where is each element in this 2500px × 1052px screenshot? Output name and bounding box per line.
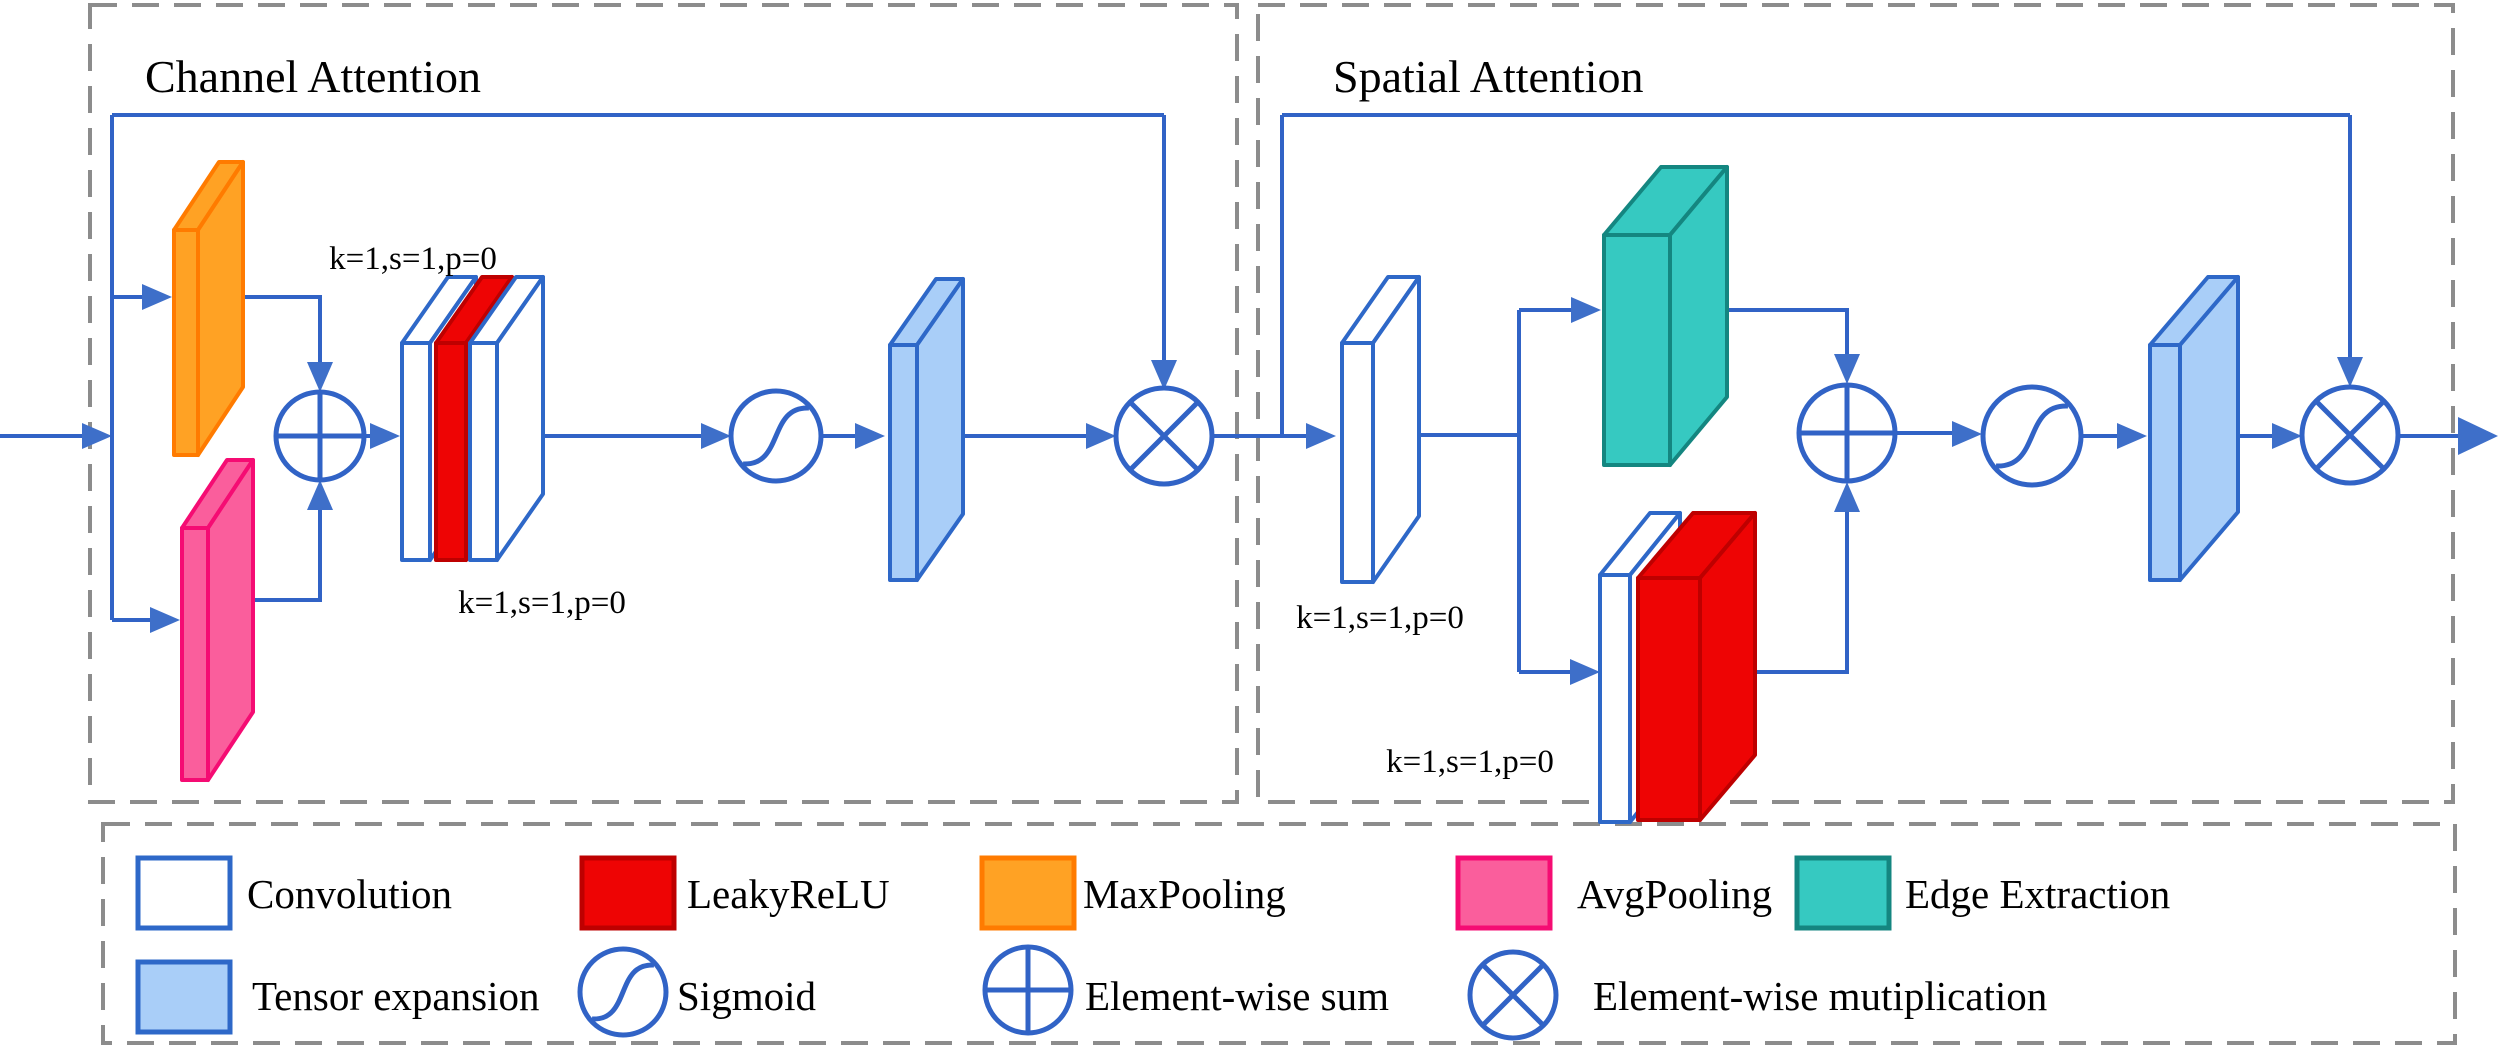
avgpool-output-line — [228, 496, 322, 602]
slab-front-face — [1598, 573, 1632, 824]
conv-branch-arrowhead — [1570, 659, 1600, 685]
avgpooling-swatch — [1455, 855, 1553, 931]
slab-front-face — [1340, 341, 1375, 584]
channel-output-arrowhead — [1306, 423, 1336, 449]
maxpooling-block — [172, 160, 245, 457]
spatial-leakyrelu-block — [1636, 511, 1757, 822]
channel-conv-stack — [400, 275, 545, 562]
channel-element-wise-sum-node — [273, 389, 367, 483]
spatial-attention-flow — [1280, 113, 2498, 685]
spatial-skip-arrowhead — [2337, 357, 2363, 387]
plus-icon — [1799, 385, 1895, 481]
edge-extraction-swatch — [1794, 855, 1892, 931]
edge-branch-arrowhead — [1571, 297, 1601, 323]
final-output-arrowhead — [2458, 417, 2498, 455]
channel-conv-label-top: k=1,s=1,p=0 — [329, 241, 497, 277]
slab-front-face — [888, 343, 919, 582]
convolution-swatch — [135, 855, 233, 931]
sigmoid-curve-icon — [591, 962, 655, 1022]
edge-extraction-block — [1602, 165, 1729, 467]
legend-label-element-wise-sum: Element-wise sum — [1085, 973, 1389, 1019]
conv-stack-output-arrowhead — [701, 423, 731, 449]
plus-icon — [276, 392, 364, 480]
spatial-sigmoid-output-arrowhead — [2117, 423, 2147, 449]
legend-label-leakyrelu: LeakyReLU — [687, 871, 890, 917]
tensor-expansion-output-arrowhead — [1086, 423, 1116, 449]
slab-front-face — [180, 526, 210, 782]
edge-output-arrowhead — [1834, 354, 1860, 384]
spatial-conv-label: k=1,s=1,p=0 — [1296, 600, 1464, 636]
edge-output-line — [1702, 308, 1849, 368]
spatial-tensor-expansion-block — [2148, 275, 2240, 582]
maxpooling-swatch — [979, 855, 1077, 931]
element-wise-sum-icon — [982, 944, 1074, 1036]
legend-label-edge-extraction: Edge Extraction — [1905, 871, 2170, 917]
maxpool-output-arrowhead — [307, 362, 333, 392]
tensor-expansion-swatch — [135, 959, 233, 1035]
leakyrelu-swatch — [579, 855, 677, 931]
spatial-convolution-block — [1340, 275, 1421, 584]
times-icon — [2314, 399, 2386, 471]
channel-tensor-expansion-block — [888, 277, 965, 582]
slab-front-face — [400, 341, 432, 562]
spatial-conv-leakyrelu-stack — [1598, 511, 1757, 824]
slab-front-face — [1636, 576, 1702, 822]
avgpool-output-arrowhead — [307, 480, 333, 510]
spatial-attention-box — [1256, 3, 2455, 804]
conv-branch-output-arrowhead — [1834, 482, 1860, 512]
legend-label-maxpooling: MaxPooling — [1083, 871, 1286, 917]
maxpool-branch-arrowhead — [142, 284, 172, 310]
legend-box — [101, 822, 2457, 1045]
sigmoid-icon — [577, 946, 669, 1038]
slab-front-face — [468, 341, 499, 562]
channel-attention-flow — [0, 113, 1336, 633]
avgpool-branch-arrowhead — [150, 607, 180, 633]
slab-front-face — [172, 228, 200, 457]
spatial-branch-conv-label: k=1,s=1,p=0 — [1386, 744, 1554, 780]
plus-icon — [985, 947, 1071, 1033]
channel-attention-title: Channel Attention — [145, 51, 481, 102]
legend: Convolution LeakyReLU MaxPooling AvgPool… — [135, 855, 2170, 1041]
channel-skip-arrowhead — [1151, 360, 1177, 390]
legend-label-avgpooling: AvgPooling — [1577, 871, 1772, 917]
spatial-element-wise-sum-node — [1796, 382, 1898, 484]
convolution-slab-2 — [468, 275, 545, 562]
slab-front-face — [1602, 233, 1672, 467]
slab-front-face — [2148, 343, 2182, 582]
channel-element-wise-multiplication-node — [1113, 385, 1215, 487]
sigmoid-curve-icon — [1995, 403, 2069, 469]
sum-output-arrowhead — [370, 423, 400, 449]
legend-label-tensor-expansion: Tensor expansion — [252, 973, 539, 1019]
sigmoid-curve-icon — [742, 405, 810, 467]
sigmoid-output-arrowhead — [855, 423, 885, 449]
spatial-tensor-output-arrowhead — [2272, 423, 2302, 449]
spatial-sum-output-arrowhead — [1952, 421, 1982, 447]
legend-label-convolution: Convolution — [247, 871, 452, 917]
avgpooling-block — [180, 458, 255, 782]
element-wise-multiplication-icon — [1467, 949, 1559, 1041]
spatial-sigmoid-node — [1980, 384, 2084, 488]
channel-conv-label-bottom: k=1,s=1,p=0 — [458, 585, 626, 621]
channel-sigmoid-node — [728, 388, 824, 484]
channel-attention-box — [88, 3, 1239, 804]
legend-label-sigmoid: Sigmoid — [677, 973, 816, 1019]
legend-label-element-wise-multiplication: Element-wise mutiplication — [1593, 973, 2047, 1019]
input-arrowhead — [82, 423, 112, 449]
slab-front-face — [434, 341, 468, 562]
times-icon — [1481, 963, 1545, 1027]
times-icon — [1128, 400, 1200, 472]
spatial-attention-title: Spatial Attention — [1333, 51, 1643, 102]
spatial-element-wise-multiplication-node — [2299, 384, 2401, 486]
maxpool-output-line — [218, 295, 322, 376]
